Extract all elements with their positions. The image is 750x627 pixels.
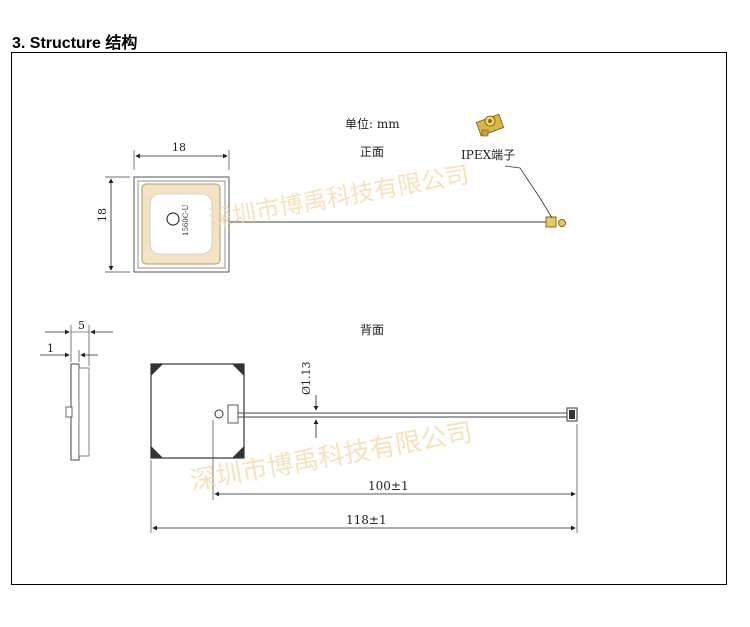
- ipex-connector-icon: [475, 113, 505, 137]
- unit-label: 单位: mm: [345, 116, 400, 131]
- front-view: 1560C-U 18 18 单位: mm 正面 IPEX端子: [96, 113, 566, 273]
- height-dim: 18: [96, 208, 109, 222]
- length-100: 100±1: [368, 479, 409, 493]
- base-dim: 1: [47, 342, 54, 355]
- side-view: 5 1: [40, 319, 113, 461]
- front-view-label: 正面: [360, 145, 384, 159]
- thickness-dim: 5: [78, 319, 85, 332]
- chip-text: 1560C-U: [182, 204, 190, 236]
- cable-dim: Ø1.13: [300, 361, 313, 395]
- section-heading: 3. Structure 结构: [12, 35, 138, 52]
- back-view: Ø1.13 100±1 118±1 背面: [150, 323, 578, 533]
- front-connector: [545, 216, 557, 228]
- feed-point: [166, 212, 180, 226]
- connector-leader: [504, 165, 553, 219]
- width-dim: 18: [172, 141, 186, 154]
- watermark-top: 深圳市博禹科技有限公司: [206, 160, 471, 233]
- front-outline: [133, 176, 230, 273]
- connector-label: IPEX端子: [461, 148, 515, 162]
- front-radiator: [149, 193, 213, 255]
- back-view-label: 背面: [360, 323, 384, 337]
- drawing-frame: [11, 52, 727, 585]
- length-118: 118±1: [346, 513, 387, 527]
